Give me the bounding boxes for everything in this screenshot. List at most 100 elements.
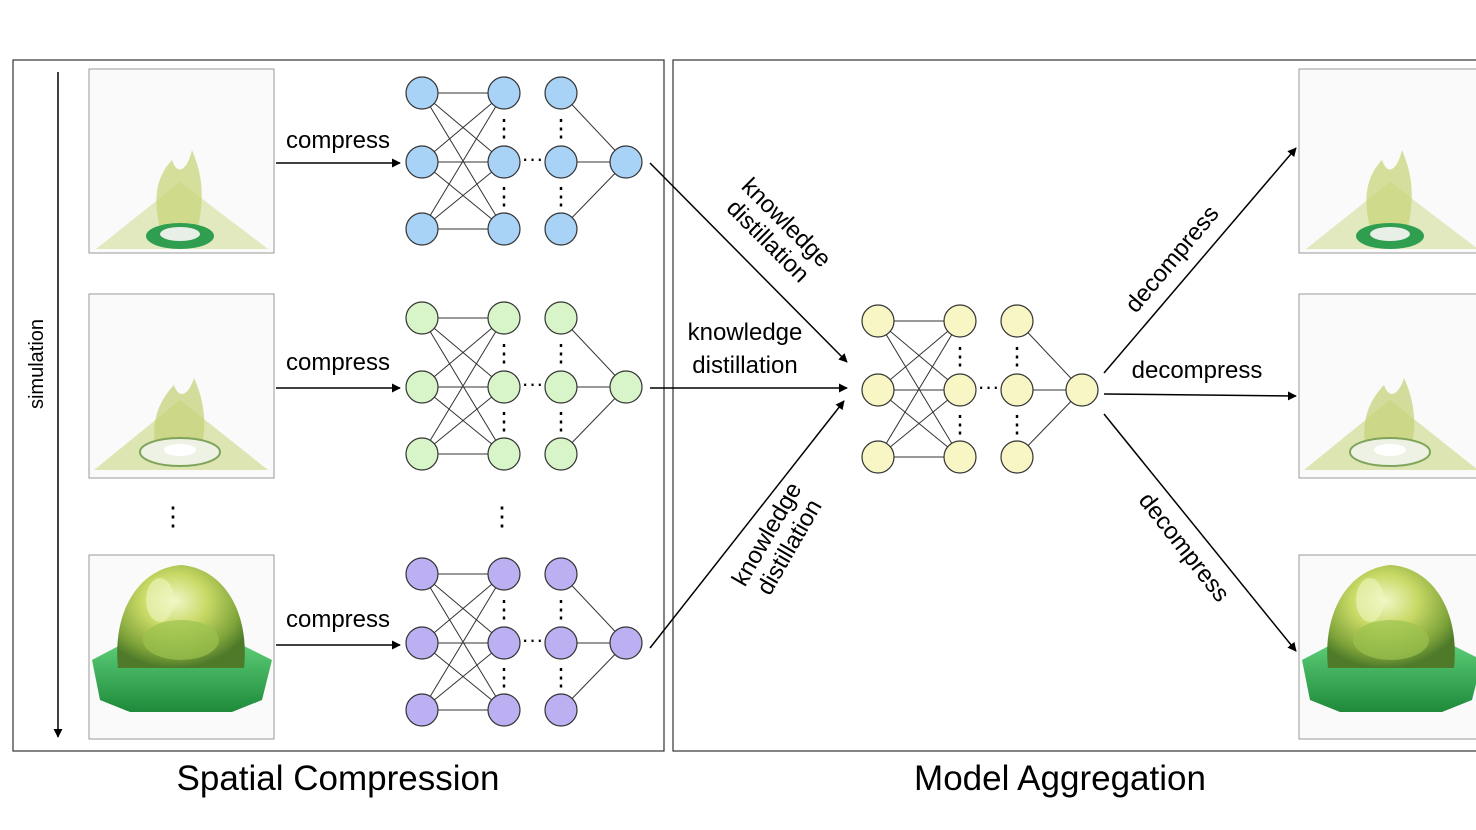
reconstructed-thumbnail-1 [1298,68,1476,254]
purple-net-node [405,693,439,727]
purple-net-edge [421,573,505,711]
yellow-net-node [943,304,977,338]
purple-net-node [487,557,521,591]
decompress-label-3: decompress [1133,488,1235,608]
purple-net-vdots: ⋮ [492,597,516,624]
reconstructed-thumbnail-3 [1298,554,1476,740]
purple-net-edge [421,642,505,711]
green-net-vdots: ⋮ [492,409,516,436]
compress-label-3: compress [286,606,390,633]
decompress-label-2: decompress [1132,357,1263,384]
distillation-label-3: knowledge distillation [727,478,828,600]
spatial-compression-title: Spatial Compression [177,759,500,798]
green-net-edge [421,317,505,455]
blue-net-vdots: ⋮ [549,184,573,211]
reconstructed-thumbnail-2 [1298,293,1476,479]
purple-net-vdots: ⋮ [549,665,573,692]
purple-net-output-node [609,626,643,660]
blue-net-edge [421,161,505,230]
purple-net-node [487,693,521,727]
green-net-edge [421,386,505,455]
network-purple: ···⋮⋮⋮⋮ [405,557,643,727]
blue-net-vdots: ⋮ [492,116,516,143]
network-blue: ···⋮⋮⋮⋮ [405,76,643,246]
green-net-node [544,437,578,471]
green-net-node [544,301,578,335]
blue-net-node [405,76,439,110]
yellow-net-node [1000,304,1034,338]
network-aggregated-yellow: ···⋮⋮⋮⋮ [861,304,1099,474]
blue-net-node [544,76,578,110]
volume-thumbnail-1 [88,68,275,254]
network-ellipsis: ⋮ [489,501,515,531]
yellow-net-node [1000,373,1034,407]
green-net-node [544,370,578,404]
green-net-node [487,301,521,335]
yellow-net-node [861,373,895,407]
blue-net-node [405,212,439,246]
spatial-compression-panel [12,59,665,752]
knowledge-text-2: knowledge [688,319,803,346]
compress-label-2: compress [286,349,390,376]
thumbnail-ellipsis: ⋮ [160,501,186,531]
green-net-node [405,370,439,404]
green-net-hdots: ··· [522,371,544,396]
compress-label-1: compress [286,127,390,154]
purple-net-node [405,626,439,660]
model-aggregation-panel [672,59,1476,752]
purple-net-edge [421,573,505,644]
network-green: ···⋮⋮⋮⋮ [405,301,643,471]
blue-net-node [487,76,521,110]
yellow-net-edge [877,320,961,458]
blue-net-node [544,145,578,179]
purple-net-hdots: ··· [522,627,544,652]
green-net-vdots: ⋮ [549,409,573,436]
blue-net-node [487,145,521,179]
yellow-net-vdots: ⋮ [948,412,972,439]
green-net-node [487,370,521,404]
yellow-net-node [943,440,977,474]
green-net-node [405,437,439,471]
yellow-net-vdots: ⋮ [948,344,972,371]
distillation-label-1: knowledge distillation [721,173,836,288]
decompress-label-1: decompress [1120,200,1225,318]
yellow-net-node [861,304,895,338]
blue-net-node [405,145,439,179]
volume-thumbnail-2 [88,293,275,479]
yellow-net-vdots: ⋮ [1005,412,1029,439]
green-net-edge [421,317,505,388]
purple-net-node [544,557,578,591]
blue-net-hdots: ··· [522,146,544,171]
yellow-net-vdots: ⋮ [1005,344,1029,371]
simulation-label: simulation [26,319,48,409]
distillation-arrow-3 [649,400,845,649]
purple-net-node [487,626,521,660]
yellow-net-node [861,440,895,474]
decompress-arrow-1 [1103,147,1297,374]
yellow-net-node [943,373,977,407]
purple-net-node [544,626,578,660]
green-net-node [405,301,439,335]
yellow-net-edge [877,389,961,458]
blue-net-node [544,212,578,246]
blue-net-vdots: ⋮ [492,184,516,211]
green-net-node [487,437,521,471]
yellow-net-hdots: ··· [978,374,1000,399]
green-net-vdots: ⋮ [549,341,573,368]
yellow-net-output-node [1065,373,1099,407]
purple-net-vdots: ⋮ [492,665,516,692]
green-net-output-node [609,370,643,404]
blue-net-output-node [609,145,643,179]
purple-net-node [544,693,578,727]
purple-net-node [405,557,439,591]
yellow-net-edge [877,320,961,391]
blue-net-edge [421,92,505,230]
green-net-vdots: ⋮ [492,341,516,368]
blue-net-vdots: ⋮ [549,116,573,143]
volume-thumbnail-3 [88,554,275,740]
yellow-net-node [1000,440,1034,474]
decompress-arrow-2 [1103,391,1297,401]
blue-net-node [487,212,521,246]
blue-net-edge [421,92,505,163]
